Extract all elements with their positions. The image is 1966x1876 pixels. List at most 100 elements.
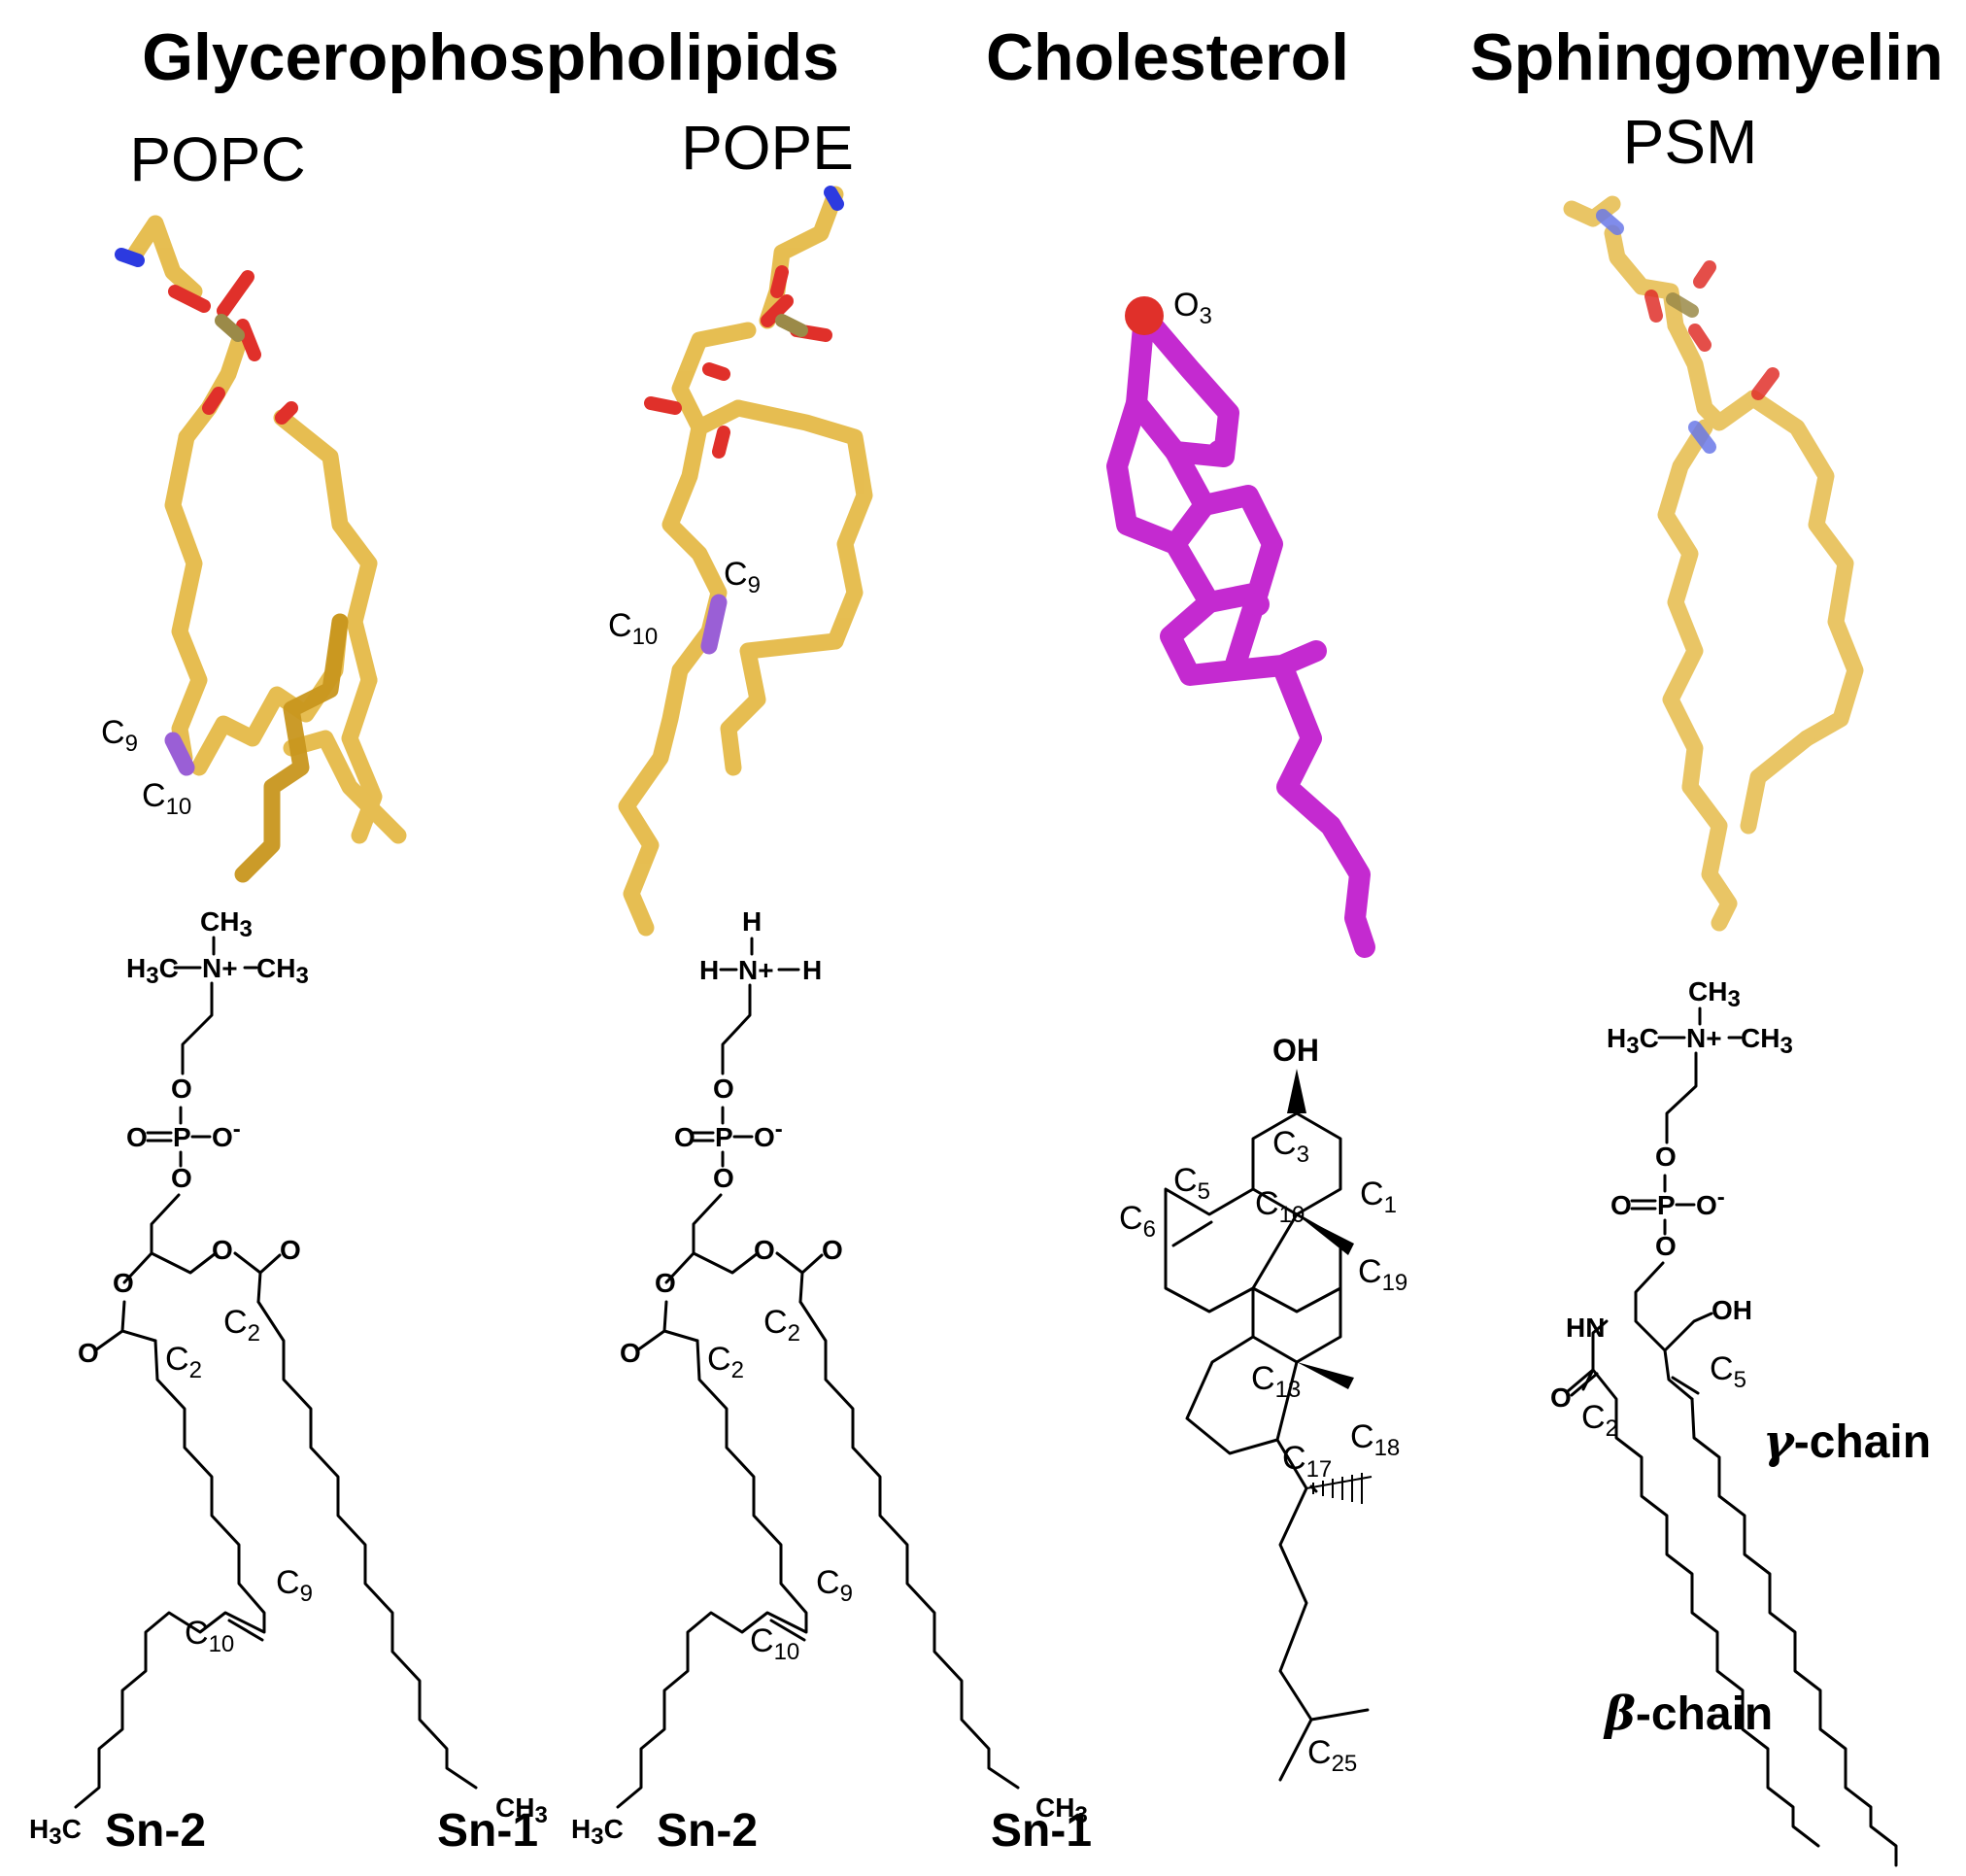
popc-sn1-lower (341, 671, 383, 844)
cholesterol-ring-d-bonds (1185, 1335, 1299, 1455)
pope-n-plus: N+ (738, 955, 774, 985)
pope-h-top: H (742, 906, 762, 937)
psm-beta-chain (1657, 419, 1713, 796)
popc-ester-oxygen (168, 285, 298, 425)
psm-gamma-chain-label: γ-chain (1763, 1415, 1931, 1469)
molecule-name-psm: PSM (1623, 107, 1758, 177)
popc-sn2-chain (164, 428, 208, 767)
pope-nitrogen (824, 186, 844, 211)
psm-nitrogen-amide (1688, 421, 1716, 454)
popc-head-bonds (173, 936, 258, 1075)
category-cholesterol: Cholesterol (986, 20, 1349, 94)
psm-gamma-chain-bonds (1690, 1397, 1898, 1867)
psm-2d-c2-label: C2 (1581, 1399, 1618, 1442)
pope-glycerol-o-sn1: O (754, 1235, 775, 1265)
popc-carbonyl-o-sn2: O (78, 1338, 99, 1368)
popc-3d-c10-label: C10 (142, 777, 191, 820)
psm-gamma-lower (1740, 730, 1815, 835)
psm-o-minus: O- (1696, 1184, 1725, 1220)
popc-h3c: H3C (126, 953, 179, 989)
pope-h-right: H (802, 955, 822, 985)
psm-phosphate-bonds (1630, 1199, 1696, 1236)
cholesterol-c25-label: C25 (1307, 1734, 1357, 1777)
popc-sn2-chain (74, 1339, 266, 1809)
cholesterol-3d-model (1106, 296, 1375, 958)
popc-c9-c10-double (227, 1619, 264, 1642)
psm-p: P (1657, 1190, 1676, 1220)
pope-3d-c10-label: C10 (608, 607, 658, 650)
pope-2d-structure: H H N+ H O O P O- O O O O O H3C CH3 (571, 906, 1088, 1850)
psm-head-bonds (1657, 1006, 1743, 1144)
pope-carbonyl-o-sn1: O (822, 1235, 843, 1265)
popc-o-1: O (171, 1074, 192, 1104)
pope-glycerol-bonds (664, 1193, 760, 1284)
cholesterol-c13-label: C13 (1251, 1360, 1301, 1403)
pope-sn1-label: Sn-1 (991, 1805, 1092, 1857)
pope-sn1-lower (720, 632, 844, 776)
popc-glycerol-o-sn1: O (212, 1235, 233, 1265)
psm-2d-c5-label: C5 (1710, 1350, 1746, 1393)
psm-n-plus: N+ (1686, 1023, 1722, 1053)
pope-sn2-ester (635, 1300, 699, 1352)
psm-h3c: H3C (1607, 1023, 1659, 1059)
popc-o-2: O (171, 1163, 192, 1193)
pope-sn2-lower (618, 662, 689, 937)
psm-o-1: O (1655, 1142, 1677, 1172)
popc-sn1-label: Sn-1 (437, 1805, 538, 1857)
popc-double-bond (164, 732, 195, 776)
cholesterol-ring-d (1160, 582, 1269, 686)
popc-front-chain (234, 613, 349, 883)
psm-phosphorus (1666, 292, 1699, 318)
psm-c4-c5-double (1671, 1376, 1700, 1395)
pope-h3c-end: H3C (571, 1814, 624, 1850)
pope-h-left: H (699, 955, 719, 985)
molecule-name-popc: POPC (129, 124, 305, 194)
cholesterol-c20-hash (1305, 1473, 1373, 1504)
psm-ch3-right: CH3 (1741, 1023, 1793, 1059)
popc-n-plus: N+ (202, 953, 238, 983)
popc-phosphorus (215, 314, 245, 342)
popc-headgroup-choline (127, 215, 203, 300)
popc-p: P (173, 1122, 191, 1152)
category-sphingomyelin: Sphingomyelin (1470, 20, 1943, 94)
molecule-name-pope: POPE (681, 113, 854, 183)
pope-3d-model (618, 186, 873, 937)
popc-sn2-label: Sn-2 (105, 1805, 206, 1857)
pope-glycerol-o-sn2: O (655, 1268, 676, 1298)
cholesterol-c10-label: C10 (1255, 1185, 1305, 1228)
psm-beta-chain-label: β-chain (1603, 1687, 1773, 1741)
pope-2d-c10-label: C10 (750, 1622, 799, 1665)
cholesterol-c18-wedge (1297, 1362, 1354, 1389)
popc-glycerol (178, 322, 252, 446)
psm-nitrogen-head (1596, 209, 1624, 235)
psm-beta-lower (1681, 778, 1738, 932)
pope-head-bonds (719, 937, 800, 1075)
pope-3d-c9-label: C9 (724, 556, 761, 598)
pope-2d-c9-label: C9 (816, 1564, 853, 1607)
pope-sn1-chain (729, 399, 873, 650)
cholesterol-ring-a (1126, 305, 1239, 467)
pope-glycerol (671, 322, 757, 436)
popc-sn1-chain (273, 409, 378, 689)
pope-2d-c2-sn1-label: C2 (763, 1304, 800, 1347)
popc-ch3-top: CH3 (200, 906, 253, 942)
popc-2d-c2-sn1-label: C2 (223, 1304, 260, 1347)
popc-sn1-chain (256, 1300, 478, 1790)
cholesterol-o3-label: O3 (1173, 287, 1212, 329)
popc-ch3-end: CH3 (495, 1792, 548, 1828)
popc-ch3-right: CH3 (256, 953, 309, 989)
pope-o-double: O (674, 1122, 695, 1152)
psm-o-double: O (1610, 1190, 1632, 1220)
cholesterol-c19-wedge (1297, 1214, 1354, 1255)
psm-beta-chain-bonds (1591, 1368, 1820, 1848)
popc-2d-c10-label: C10 (185, 1615, 234, 1657)
popc-sn1-ester (233, 1251, 282, 1304)
cholesterol-c1-label: C1 (1360, 1176, 1397, 1218)
cholesterol-methyl-18 (1246, 593, 1270, 616)
cholesterol-oh-wedge (1287, 1069, 1306, 1113)
pope-phosphorus (775, 314, 808, 337)
popc-sn2-ester (93, 1300, 157, 1352)
pope-c9-c10-double (769, 1619, 806, 1642)
cholesterol-c5-label: C5 (1173, 1162, 1210, 1205)
